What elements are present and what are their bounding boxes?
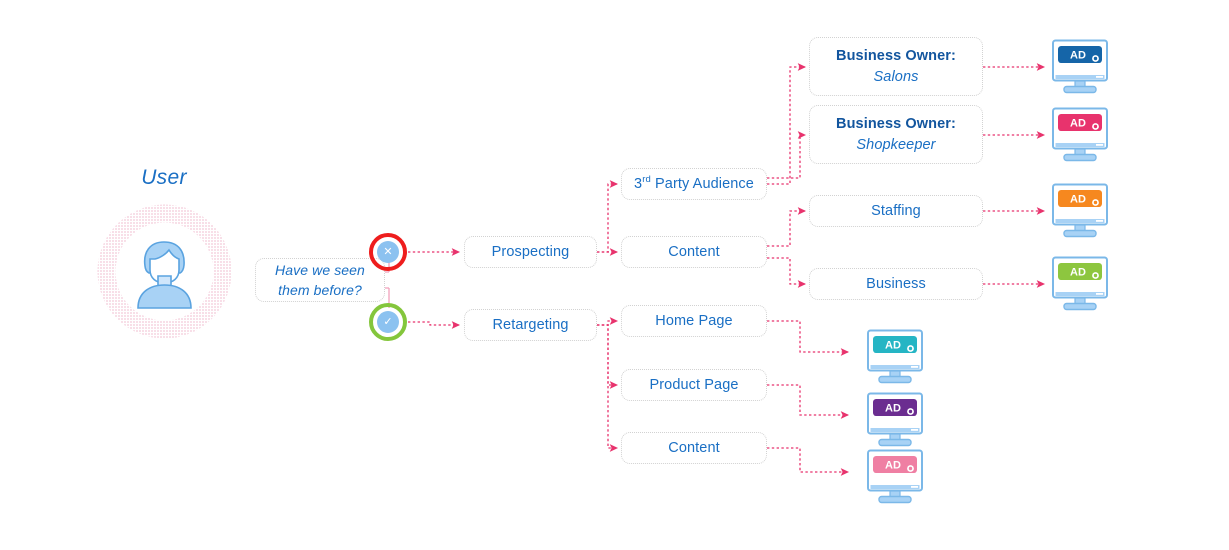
node-label: Retargeting	[492, 316, 569, 333]
node-product-page[interactable]: Product Page	[621, 369, 767, 401]
svg-text:AD: AD	[1070, 193, 1086, 205]
node-label: Content	[668, 439, 720, 456]
svg-text:AD: AD	[885, 339, 901, 351]
svg-text:AD: AD	[885, 459, 901, 471]
node-label: 3rd Party Audience	[634, 175, 754, 193]
ad-monitor-staffing[interactable]: AD	[1051, 183, 1109, 239]
ad-badge	[1058, 263, 1102, 280]
user-avatar	[97, 204, 232, 339]
node-business-owner-salons[interactable]: Business Owner: Salons	[809, 37, 983, 96]
node-retargeting[interactable]: Retargeting	[464, 309, 597, 341]
node-label: Home Page	[655, 312, 733, 329]
ad-monitor-shopkeeper[interactable]: AD	[1051, 107, 1109, 163]
node-business-owner-shopkeeper[interactable]: Business Owner: Shopkeeper	[809, 105, 983, 164]
node-label-rest: Party Audience	[650, 175, 754, 192]
node-content-retargeting[interactable]: Content	[621, 432, 767, 464]
person-icon	[137, 241, 192, 309]
ad-monitor-product-page[interactable]: AD	[866, 392, 924, 448]
node-label: Staffing	[871, 202, 921, 219]
svg-text:AD: AD	[1070, 49, 1086, 61]
question-box[interactable]: Have we seen them before?	[255, 258, 385, 302]
question-line1: Have we seen	[275, 261, 365, 278]
node-label: Content	[668, 243, 720, 260]
cross-icon: ✕	[377, 241, 399, 263]
ad-monitor-salons[interactable]: AD	[1051, 39, 1109, 95]
svg-text:AD: AD	[1070, 117, 1086, 129]
node-home-page[interactable]: Home Page	[621, 305, 767, 337]
node-label-secondary: Shopkeeper	[856, 136, 936, 153]
node-third-party-audience[interactable]: 3rd Party Audience	[621, 168, 767, 200]
node-label-secondary: Salons	[873, 68, 919, 85]
ad-monitor-home-page[interactable]: AD	[866, 329, 924, 385]
node-label: Product Page	[649, 376, 739, 393]
ordinal-suffix: rd	[642, 174, 651, 186]
ad-badge	[873, 336, 917, 353]
node-prospecting[interactable]: Prospecting	[464, 236, 597, 268]
node-label-primary: Business Owner:	[836, 116, 956, 133]
decision-yes-icon[interactable]: ✓	[369, 303, 407, 341]
ad-badge	[1058, 46, 1102, 63]
node-label: Prospecting	[491, 243, 570, 260]
ad-badge	[873, 399, 917, 416]
check-icon: ✓	[377, 311, 399, 333]
node-content-prospecting[interactable]: Content	[621, 236, 767, 268]
ad-badge	[1058, 190, 1102, 207]
ad-badge	[873, 456, 917, 473]
question-line2: them before?	[278, 282, 362, 298]
node-label-number: 3	[634, 175, 643, 192]
node-staffing[interactable]: Staffing	[809, 195, 983, 227]
ad-badge	[1058, 114, 1102, 131]
ad-monitor-business[interactable]: AD	[1051, 256, 1109, 312]
svg-text:AD: AD	[1070, 266, 1086, 278]
node-label: Business	[866, 275, 926, 292]
ad-monitor-content[interactable]: AD	[866, 449, 924, 505]
decision-no-icon[interactable]: ✕	[369, 233, 407, 271]
node-label-primary: Business Owner:	[836, 48, 956, 65]
node-business[interactable]: Business	[809, 268, 983, 300]
svg-text:AD: AD	[885, 402, 901, 414]
user-label: User	[141, 166, 187, 189]
